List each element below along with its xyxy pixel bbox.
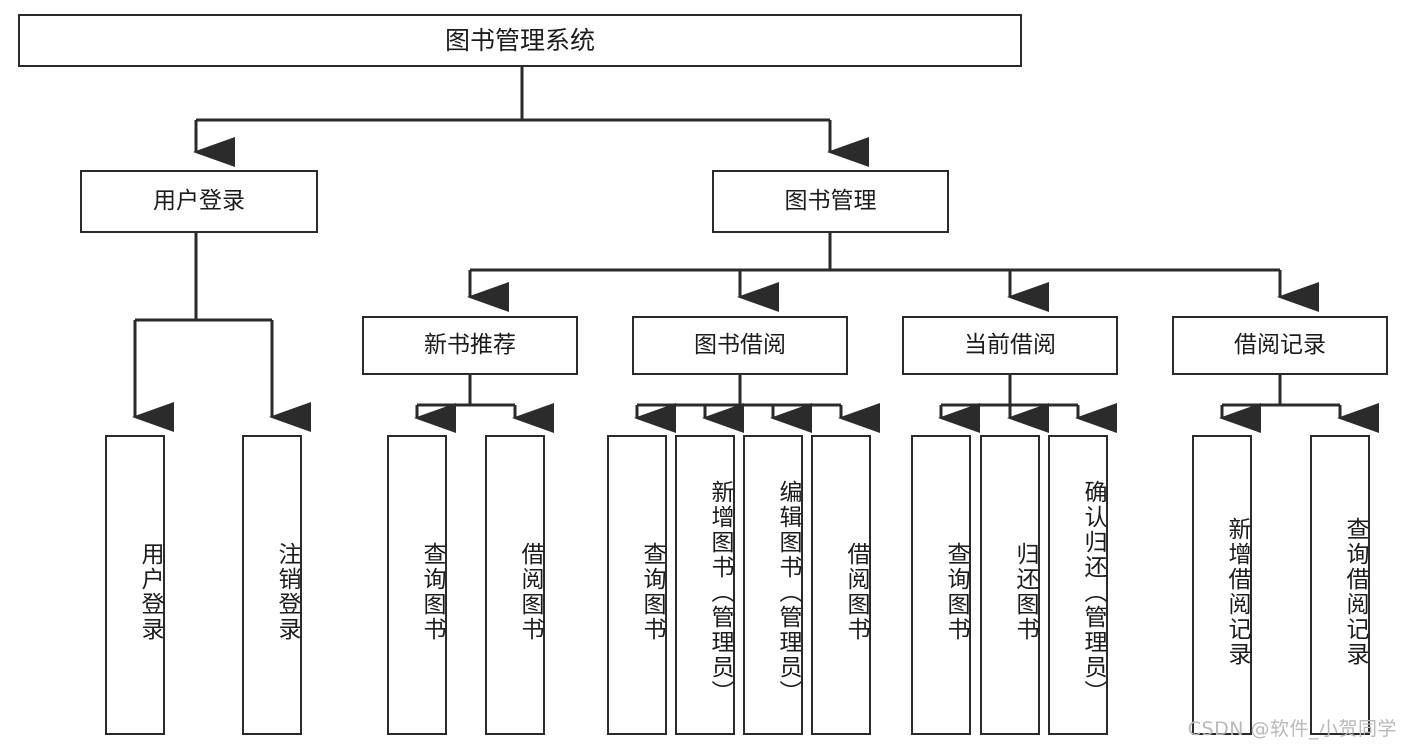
leaf-bookborrow-query-book-label: 查询图书 xyxy=(639,542,665,642)
node-user-login-label: 用户登录 xyxy=(153,187,245,214)
leaf-currentborrow-query-book-label: 查询图书 xyxy=(943,542,969,642)
node-root-system[interactable]: 图书管理系统 xyxy=(18,14,1022,67)
node-root-system-label: 图书管理系统 xyxy=(444,25,595,55)
csdn-watermark: CSDN @软件_小贺同学 xyxy=(1187,718,1397,740)
leaf-newbook-borrow-book-label: 借阅图书 xyxy=(517,542,543,642)
node-book-management-label: 图书管理 xyxy=(784,187,877,214)
node-new-book-recommend[interactable]: 新书推荐 xyxy=(362,316,578,375)
leaf-bookborrow-borrow-book-label: 借阅图书 xyxy=(843,542,869,642)
leaf-newbook-query-book-label: 查询图书 xyxy=(419,542,445,642)
node-current-borrow[interactable]: 当前借阅 xyxy=(902,316,1118,375)
leaf-newbook-borrow-book[interactable]: 借阅图书 xyxy=(485,435,545,735)
leaf-currentborrow-return-book-label: 归还图书 xyxy=(1012,542,1038,642)
leaf-newbook-query-book[interactable]: 查询图书 xyxy=(387,435,447,735)
node-book-borrow[interactable]: 图书借阅 xyxy=(632,316,848,375)
leaf-borrowrecords-query-record-label: 查询借阅记录 xyxy=(1342,517,1368,667)
leaf-currentborrow-query-book[interactable]: 查询图书 xyxy=(911,435,971,735)
leaf-bookborrow-borrow-book[interactable]: 借阅图书 xyxy=(811,435,871,735)
leaf-logout-label: 注销登录 xyxy=(274,542,300,642)
node-new-book-recommend-label: 新书推荐 xyxy=(424,331,516,358)
node-current-borrow-label: 当前借阅 xyxy=(964,331,1056,358)
leaf-user-login-label: 用户登录 xyxy=(137,542,163,642)
node-borrow-records[interactable]: 借阅记录 xyxy=(1172,316,1388,375)
leaf-currentborrow-confirm-return-label: 确认归还（管理员） xyxy=(1080,479,1106,705)
leaf-bookborrow-add-book-label: 新增图书（管理员） xyxy=(707,479,733,705)
node-user-login[interactable]: 用户登录 xyxy=(80,170,318,233)
node-borrow-records-label: 借阅记录 xyxy=(1234,331,1326,358)
node-book-management[interactable]: 图书管理 xyxy=(712,170,949,233)
leaf-bookborrow-query-book[interactable]: 查询图书 xyxy=(607,435,667,735)
node-book-borrow-label: 图书借阅 xyxy=(694,331,786,358)
leaf-borrowrecords-add-record-label: 新增借阅记录 xyxy=(1224,517,1250,667)
leaf-borrowrecords-add-record[interactable]: 新增借阅记录 xyxy=(1192,435,1252,735)
leaf-bookborrow-add-book[interactable]: 新增图书（管理员） xyxy=(675,435,735,735)
leaf-bookborrow-edit-book-label: 编辑图书（管理员） xyxy=(775,479,801,705)
leaf-currentborrow-confirm-return[interactable]: 确认归还（管理员） xyxy=(1048,435,1108,735)
leaf-logout[interactable]: 注销登录 xyxy=(242,435,302,735)
leaf-currentborrow-return-book[interactable]: 归还图书 xyxy=(980,435,1040,735)
leaf-borrowrecords-query-record[interactable]: 查询借阅记录 xyxy=(1310,435,1370,735)
leaf-bookborrow-edit-book[interactable]: 编辑图书（管理员） xyxy=(743,435,803,735)
leaf-user-login[interactable]: 用户登录 xyxy=(105,435,165,735)
